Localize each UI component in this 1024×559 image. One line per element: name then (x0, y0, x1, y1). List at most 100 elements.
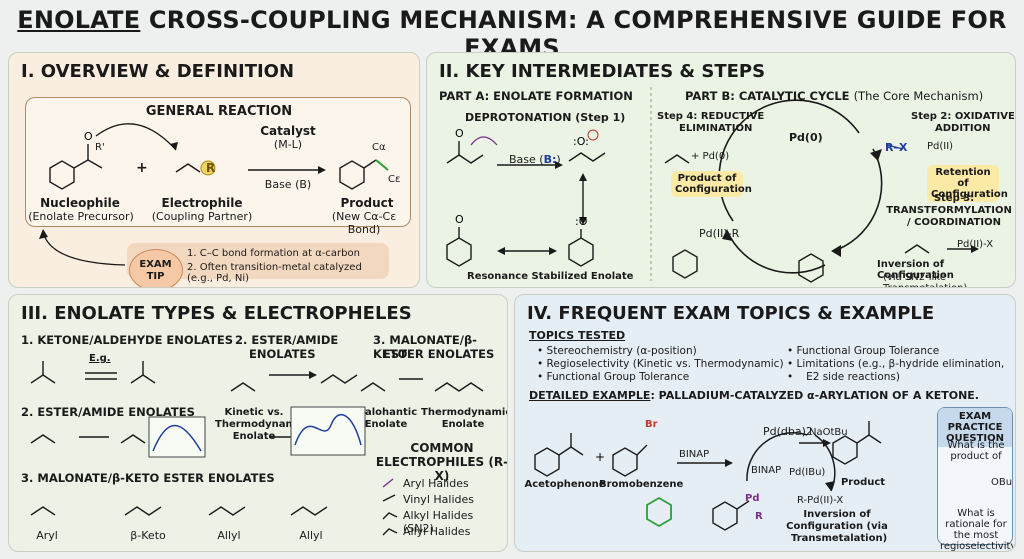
rx-bond (886, 144, 904, 150)
res-up-head (579, 173, 587, 181)
product-sub: (New Cα-Cε Bond) (331, 210, 397, 236)
product-ring (339, 160, 365, 190)
type-2-heading: 2. ESTER/AMIDE ENOLATES (21, 405, 195, 419)
base-label: Base (B) (264, 178, 312, 191)
tip-curve-head (39, 229, 48, 239)
types-heading: III. ENOLATE TYPES & ELECTROPHELES (21, 303, 412, 324)
pd-ibu-label: Pd(IBu) (789, 467, 826, 478)
inversion-c: Transmetalation) (791, 533, 888, 544)
product-config-a: Product of (677, 173, 737, 184)
amide (320, 374, 358, 384)
step2-a: Step 2: OXIDATIVE (911, 111, 1015, 122)
exam-tip-arrow (39, 229, 126, 266)
alkyl-halide-glyph (382, 512, 398, 520)
part-a-heading: PART A: ENOLATE FORMATION (439, 89, 633, 103)
cycle-ring-bottom (798, 253, 824, 283)
topic-right-3-text: E2 side reactions) (806, 371, 900, 383)
step4-b: ELIMINATION (679, 123, 753, 134)
ester-arrow-head (309, 371, 317, 379)
malohantic-enolate: Enolate (364, 419, 408, 430)
electrophile-chain (175, 163, 201, 173)
pd0-label: Pd(0) (789, 131, 823, 144)
tip-line-1: 1. C–C bond formation at α-carbon (187, 248, 360, 259)
energy-diagram-1 (290, 406, 366, 456)
res-left-head (497, 247, 505, 255)
reaction-arrow-head (318, 166, 326, 174)
part-b-label: PART B: CATALYTIC CYCLE (685, 89, 850, 103)
nucleophile-bond (73, 159, 89, 169)
product-ca-label: Cα (372, 142, 386, 153)
topics-left-list: Stereochemistry (α-position) Regioselect… (537, 345, 784, 384)
aryl-label: Aryl (36, 529, 58, 542)
inversion-a: Inversion of (803, 509, 871, 520)
electrophiles-label: ELECTROPHILES (R-X) (375, 455, 508, 483)
acetophenone-label: Acetophenone (524, 479, 606, 490)
exam-word: EXAM (139, 259, 172, 270)
pd2x-full-label: Pd(II)-X (957, 239, 994, 250)
step4-a: Step 4: REDUCTIVE (657, 111, 765, 122)
bromobenzene-label: Bromobenzene (599, 479, 684, 490)
binap-label: BINAP (679, 449, 710, 460)
electrophile-r-group (200, 160, 216, 176)
pd-bond (736, 500, 750, 510)
elec-r-label: R (206, 161, 216, 175)
exam-panel: IV. FREQUENT EXAM TOPICS & EXAMPLE TOPIC… (514, 294, 1016, 552)
general-reaction-scheme: O (49, 123, 389, 190)
intermediates-panel: II. KEY INTERMEDIATES & STEPS PART A: EN… (426, 52, 1016, 288)
pd-label: Pd (745, 493, 760, 504)
pd-ring (712, 501, 738, 531)
electrophile-3: Alkyl Halides (SN2) (403, 509, 474, 535)
arylation-plus: + (595, 450, 605, 464)
obu-label: OBu (991, 477, 1013, 488)
enolate-o: :O: (573, 135, 589, 148)
types-panel: III. ENOLATE TYPES & ELECTROPHELES 1. KE… (8, 294, 508, 552)
base-label: Base ( (509, 153, 544, 166)
base-text: Base (B:) (509, 153, 561, 166)
nucleophile-ring (49, 160, 75, 190)
product-new-bond (375, 159, 389, 171)
step3-chain (904, 244, 930, 254)
malonate-2 (434, 382, 484, 392)
ester-2 (30, 434, 56, 444)
energy-diagram-2 (148, 416, 206, 458)
nucleophile-r-bond (87, 159, 103, 169)
electrophile-1: Aryl Halides (403, 477, 469, 490)
step3-b: TRANSTFORMYLATION (886, 205, 1012, 216)
plus-sign: + (136, 160, 148, 176)
green-ring (646, 496, 672, 528)
electrophile-2: Vinyl Halides (403, 493, 474, 506)
detailed-example: DETAILED EXAMPLE: PALLADIUM-CATALYZED α-… (529, 389, 979, 402)
general-reaction-title: GENERAL REACTION (145, 104, 293, 119)
ketone-o: O (455, 127, 464, 140)
type-3-heading: 3. MALONATE/β-KETO (373, 333, 477, 361)
enolate-charge (587, 129, 599, 141)
nucleophile-sub: (Enolate Precursor) (28, 210, 134, 223)
part-b-sub: (The Core Mechanism) (853, 89, 984, 103)
bromobenzene-bond (636, 444, 648, 456)
cycle-arc-3 (726, 230, 826, 274)
type-3-heading-b: ESTER ENOLATES (383, 347, 495, 361)
question-1: What is the product of (947, 440, 1005, 462)
topics-right-list: Functional Group Tolerance Limitations (… (787, 345, 1005, 384)
detailed-rest: : PALLADIUM-CATALYZED α-ARYLATION OF A K… (650, 389, 979, 402)
vinyl-halide-glyph (382, 494, 396, 502)
acetophenone-me (570, 446, 584, 456)
common-label: COMMON (410, 441, 474, 455)
thermodynamic-enolate: Enolate (441, 419, 485, 430)
enolate-chain (568, 152, 606, 162)
product-ring (832, 435, 858, 465)
electrophile-sub: (Coupling Partner) (151, 210, 253, 223)
base-close: ) (556, 153, 561, 166)
naotbu-arrow-head (823, 439, 831, 447)
allyl-halide-glyph (382, 528, 398, 536)
product-label: Product (340, 196, 394, 210)
product-bond-1 (363, 159, 377, 169)
cycle-arrow-head-1 (870, 149, 882, 161)
topic-right-3: • E2 side reactions) (787, 371, 1004, 384)
aryl-chain (30, 506, 56, 516)
overview-heading: I. OVERVIEW & DEFINITION (21, 61, 295, 82)
product-ce-label: Cε (388, 174, 401, 185)
exam-question-head: EXAM PRACTICE QUESTION (938, 408, 1012, 447)
eg-label: E.g. (89, 353, 111, 364)
arylation-arrow-head (725, 459, 733, 467)
